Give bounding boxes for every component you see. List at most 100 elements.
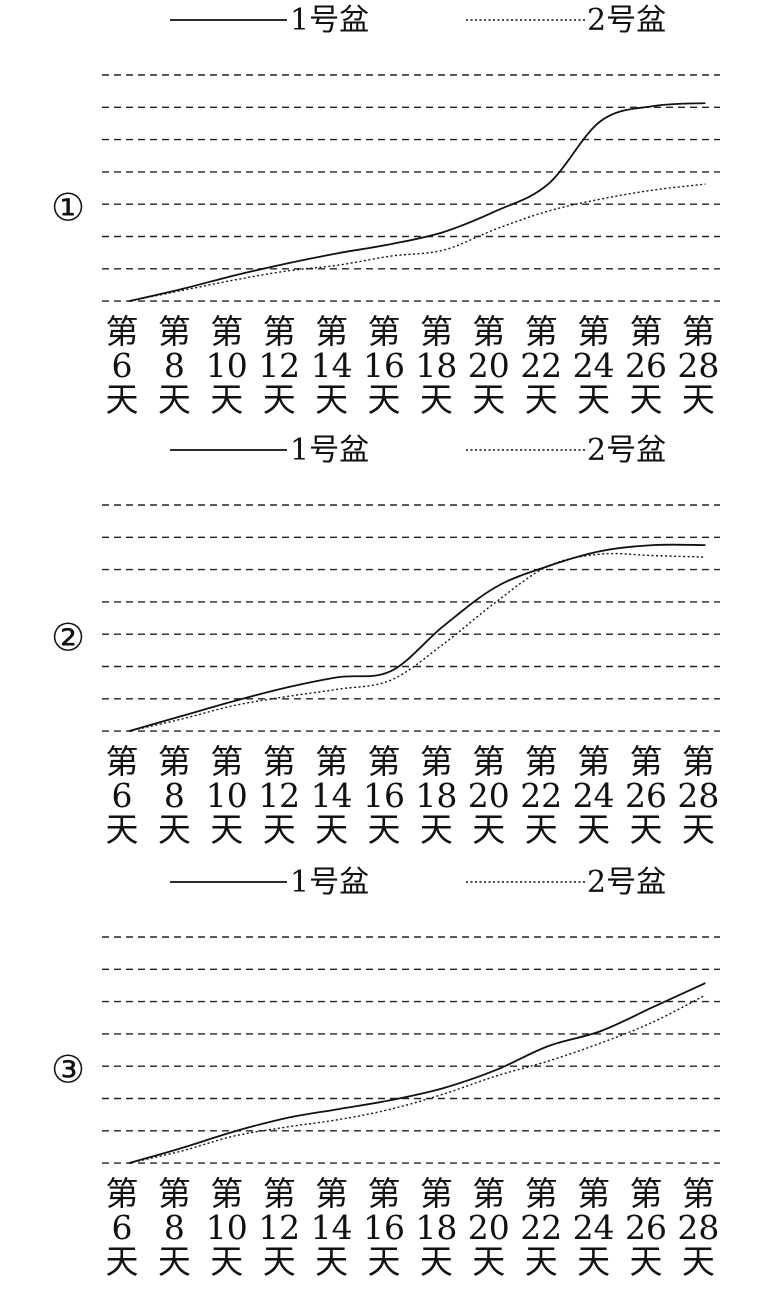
x-tick-label: 12	[258, 776, 300, 815]
x-tick-label: 天	[420, 810, 453, 849]
x-tick-label: 天	[420, 380, 453, 419]
x-tick-label: 24	[573, 1208, 615, 1247]
x-tick-label: 天	[525, 810, 558, 849]
x-tick-label: 天	[263, 810, 296, 849]
x-tick-label: 20	[468, 1208, 510, 1247]
x-tick-labels: 第6天第8天第10天第12天第14天第16天第18天第20天第22天第24天第2…	[106, 312, 720, 419]
x-tick-label: 第	[525, 742, 558, 781]
x-tick-label: 20	[468, 346, 510, 385]
x-tick-label: 第	[420, 742, 453, 781]
legend-label-series-1: 1号盆	[290, 433, 369, 468]
x-tick-label: 10	[206, 346, 248, 385]
x-tick-label: 第	[420, 1174, 453, 1213]
legend-label-series-1: 1号盆	[290, 3, 369, 38]
x-tick-label: 第	[210, 1174, 243, 1213]
panel-label: ③	[51, 1047, 85, 1091]
x-tick-label: 天	[106, 1242, 139, 1281]
x-tick-label: 8	[164, 346, 185, 385]
x-tick-label: 天	[158, 380, 191, 419]
x-tick-label: 天	[210, 810, 243, 849]
x-tick-label: 第	[577, 312, 610, 351]
series-line-1	[128, 102, 706, 302]
x-tick-label: 28	[677, 346, 719, 385]
x-tick-label: 天	[577, 1242, 610, 1281]
x-tick-label: 第	[210, 312, 243, 351]
x-tick-label: 天	[368, 810, 401, 849]
x-tick-label: 第	[315, 312, 348, 351]
x-tick-label: 14	[311, 1208, 353, 1247]
x-tick-label: 天	[630, 380, 663, 419]
x-tick-label: 天	[106, 810, 139, 849]
x-tick-label: 天	[472, 380, 505, 419]
x-tick-label: 天	[682, 1242, 715, 1281]
x-tick-label: 第	[577, 742, 610, 781]
x-tick-label: 第	[263, 1174, 296, 1213]
x-tick-label: 第	[472, 312, 505, 351]
x-tick-label: 20	[468, 776, 510, 815]
x-tick-label: 18	[415, 1208, 457, 1247]
x-tick-label: 天	[210, 380, 243, 419]
x-tick-label: 第	[158, 312, 191, 351]
x-tick-label: 14	[311, 346, 353, 385]
x-tick-label: 10	[206, 1208, 248, 1247]
x-tick-label: 第	[525, 312, 558, 351]
x-tick-label: 第	[630, 1174, 663, 1213]
series-line-2	[128, 183, 706, 302]
x-tick-label: 16	[363, 1208, 405, 1247]
x-tick-label: 16	[363, 776, 405, 815]
x-tick-label: 天	[630, 1242, 663, 1281]
legend: 1号盆 2号盆	[170, 3, 666, 38]
x-tick-label: 第	[525, 1174, 558, 1213]
x-tick-label: 22	[520, 776, 562, 815]
x-tick-label: 天	[577, 380, 610, 419]
legend-label-series-2: 2号盆	[587, 865, 666, 900]
series-line-2	[128, 994, 706, 1164]
x-tick-label: 第	[368, 1174, 401, 1213]
x-tick-label: 14	[311, 776, 353, 815]
x-tick-label: 第	[472, 742, 505, 781]
x-tick-label: 第	[263, 742, 296, 781]
x-tick-label: 天	[368, 1242, 401, 1281]
x-tick-labels: 第6天第8天第10天第12天第14天第16天第18天第20天第22天第24天第2…	[106, 1174, 720, 1281]
x-tick-label: 6	[112, 776, 133, 815]
x-tick-label: 24	[573, 346, 615, 385]
x-tick-label: 天	[368, 380, 401, 419]
x-tick-label: 22	[520, 1208, 562, 1247]
x-tick-label: 6	[112, 346, 133, 385]
x-tick-label: 8	[164, 1208, 185, 1247]
x-tick-label: 天	[315, 810, 348, 849]
x-tick-label: 天	[472, 1242, 505, 1281]
x-tick-label: 26	[625, 346, 667, 385]
x-tick-label: 18	[415, 346, 457, 385]
x-tick-label: 天	[315, 380, 348, 419]
x-tick-label: 第	[210, 742, 243, 781]
x-tick-label: 28	[677, 1208, 719, 1247]
x-tick-label: 天	[525, 380, 558, 419]
x-tick-labels: 第6天第8天第10天第12天第14天第16天第18天第20天第22天第24天第2…	[106, 742, 720, 849]
x-tick-label: 第	[263, 312, 296, 351]
x-tick-label: 第	[106, 742, 139, 781]
panel-label: ①	[51, 185, 85, 229]
x-tick-label: 第	[158, 742, 191, 781]
x-tick-label: 第	[630, 742, 663, 781]
x-tick-label: 22	[520, 346, 562, 385]
x-tick-label: 6	[112, 1208, 133, 1247]
x-tick-label: 天	[315, 1242, 348, 1281]
x-tick-label: 18	[415, 776, 457, 815]
x-tick-label: 第	[106, 312, 139, 351]
x-tick-label: 24	[573, 776, 615, 815]
x-tick-label: 10	[206, 776, 248, 815]
legend-label-series-2: 2号盆	[587, 3, 666, 38]
x-tick-label: 天	[630, 810, 663, 849]
x-tick-label: 12	[258, 1208, 300, 1247]
panel-label: ②	[51, 615, 85, 659]
x-tick-label: 第	[682, 1174, 715, 1213]
x-tick-label: 第	[368, 742, 401, 781]
x-tick-label: 天	[263, 1242, 296, 1281]
x-tick-label: 天	[158, 1242, 191, 1281]
